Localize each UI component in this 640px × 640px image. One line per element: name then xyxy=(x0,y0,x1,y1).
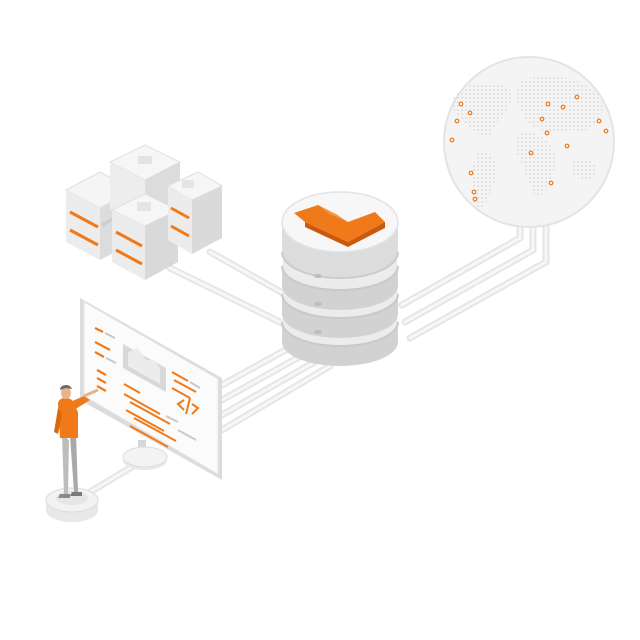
server-unit xyxy=(64,171,136,260)
server-rack-icon xyxy=(64,144,224,280)
database-icon xyxy=(281,191,399,366)
person-icon xyxy=(45,384,99,522)
server-unit xyxy=(166,171,224,254)
server-unit xyxy=(110,193,180,280)
logo-icon xyxy=(294,205,385,247)
code-symbol-icon xyxy=(176,397,200,415)
location-markers xyxy=(449,94,609,202)
globe-icon xyxy=(443,56,615,228)
monitor-icon xyxy=(80,298,222,480)
screen-content xyxy=(94,327,201,448)
